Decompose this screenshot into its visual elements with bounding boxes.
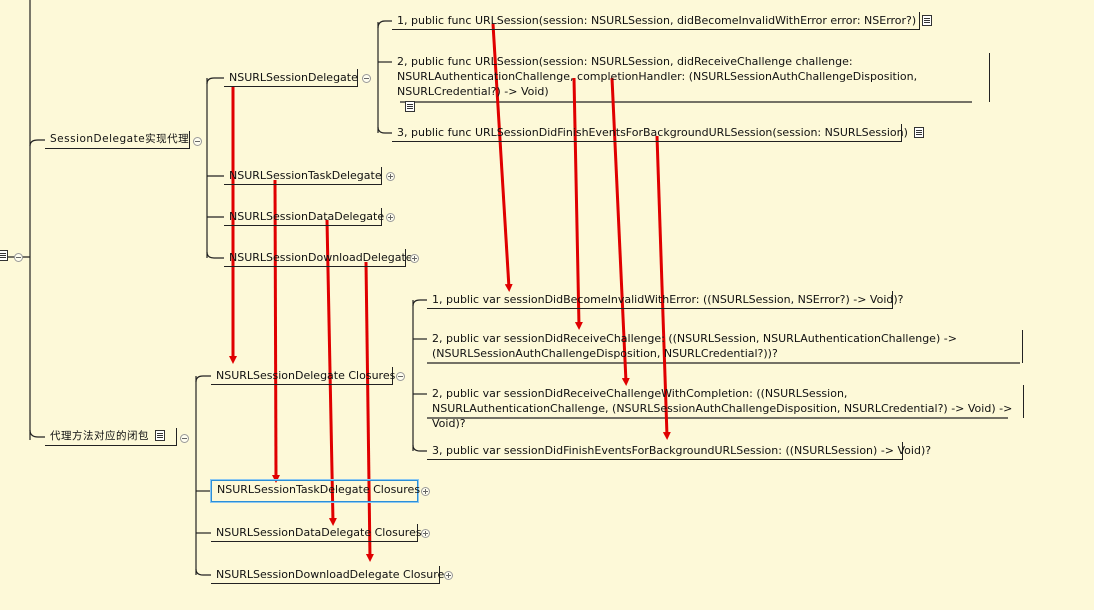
node-var2-label: 2, public var sessionDidReceiveChallenge…	[432, 332, 957, 360]
note-icon[interactable]	[922, 15, 933, 26]
node-var4-label: 3, public var sessionDidFinishEventsForB…	[432, 444, 932, 457]
node-func2-label: 2, public func URLSession(session: NSURL…	[397, 55, 918, 98]
note-icon[interactable]	[155, 430, 165, 441]
node-download-closures-label: NSURLSessionDownloadDelegate Closures	[216, 568, 450, 581]
arrow-task-to-closures	[271, 179, 280, 483]
node-func1[interactable]: 1, public func URLSession(session: NSURL…	[392, 12, 933, 30]
red-mapping-arrows	[229, 23, 671, 562]
node-session-delegate-label: SessionDelegate实现代理	[50, 133, 190, 145]
node-data-delegate-label: NSURLSessionDataDelegate	[229, 210, 385, 223]
node-nsurlsession-delegate[interactable]: NSURLSessionDelegate	[224, 69, 358, 87]
connector-lines	[0, 0, 1020, 576]
node-task-closures[interactable]: NSURLSessionTaskDelegate Closures	[211, 480, 421, 502]
expand-toggle-icon[interactable]	[386, 213, 395, 222]
expand-toggle-icon[interactable]	[421, 529, 430, 538]
arrow-func3-to-var4	[655, 135, 671, 440]
node-task-delegate-label: NSURLSessionTaskDelegate	[229, 169, 382, 182]
node-data-closures-label: NSURLSessionDataDelegate Closures	[216, 526, 422, 539]
node-func3[interactable]: 3, public func URLSessionDidFinishEvents…	[392, 124, 924, 142]
collapse-toggle-icon[interactable]	[180, 434, 189, 443]
node-delegate-closures[interactable]: NSURLSessionDelegate Closures	[211, 367, 396, 385]
root-note-icon[interactable]	[0, 250, 8, 261]
node-var3[interactable]: 2, public var sessionDidReceiveChallenge…	[427, 385, 1024, 430]
node-data-delegate[interactable]: NSURLSessionDataDelegate	[224, 208, 385, 226]
node-func3-label: 3, public func URLSessionDidFinishEvents…	[397, 126, 908, 139]
expand-toggle-icon[interactable]	[386, 172, 395, 181]
arrow-data-to-closures	[325, 219, 337, 526]
collapse-toggle-icon[interactable]	[396, 372, 405, 381]
expand-toggle-icon[interactable]	[421, 487, 430, 496]
expand-toggle-icon[interactable]	[444, 571, 453, 580]
arrow-func2-to-var2	[572, 77, 583, 330]
note-icon[interactable]	[405, 101, 415, 112]
note-icon[interactable]	[913, 127, 924, 138]
node-proxy-closures[interactable]: 代理方法对应的闭包	[45, 428, 177, 446]
node-download-delegate-label: NSURLSessionDownloadDelegate	[229, 251, 413, 264]
expand-toggle-icon[interactable]	[410, 254, 419, 263]
node-download-delegate[interactable]: NSURLSessionDownloadDelegate	[224, 249, 413, 267]
node-delegate-closures-label: NSURLSessionDelegate Closures	[216, 369, 396, 382]
node-task-closures-label: NSURLSessionTaskDelegate Closures	[217, 483, 421, 496]
collapse-toggle-icon[interactable]	[362, 74, 371, 83]
node-session-delegate[interactable]: SessionDelegate实现代理	[45, 131, 190, 149]
node-var1[interactable]: 1, public var sessionDidBecomeInvalidWit…	[427, 291, 904, 309]
node-data-closures[interactable]: NSURLSessionDataDelegate Closures	[211, 524, 422, 542]
node-task-delegate[interactable]: NSURLSessionTaskDelegate	[224, 167, 382, 185]
node-var2[interactable]: 2, public var sessionDidReceiveChallenge…	[427, 330, 1023, 363]
arrow-func2-to-var3	[610, 77, 630, 386]
node-nsurlsession-delegate-label: NSURLSessionDelegate	[229, 71, 358, 84]
node-var1-label: 1, public var sessionDidBecomeInvalidWit…	[432, 293, 904, 306]
node-var3-label: 2, public var sessionDidReceiveChallenge…	[432, 387, 1013, 430]
node-var4[interactable]: 3, public var sessionDidFinishEventsForB…	[427, 442, 931, 460]
node-proxy-closures-label: 代理方法对应的闭包	[50, 430, 149, 442]
node-func2[interactable]: 2, public func URLSession(session: NSURL…	[392, 53, 990, 112]
arrow-download-to-closures	[364, 261, 374, 562]
node-download-closures[interactable]: NSURLSessionDownloadDelegate Closures	[211, 566, 450, 584]
collapse-toggle-icon[interactable]	[193, 137, 202, 146]
arrow-func1-to-var1	[491, 23, 513, 292]
root-collapse-toggle-icon[interactable]	[14, 253, 23, 262]
node-func1-label: 1, public func URLSession(session: NSURL…	[397, 14, 917, 27]
